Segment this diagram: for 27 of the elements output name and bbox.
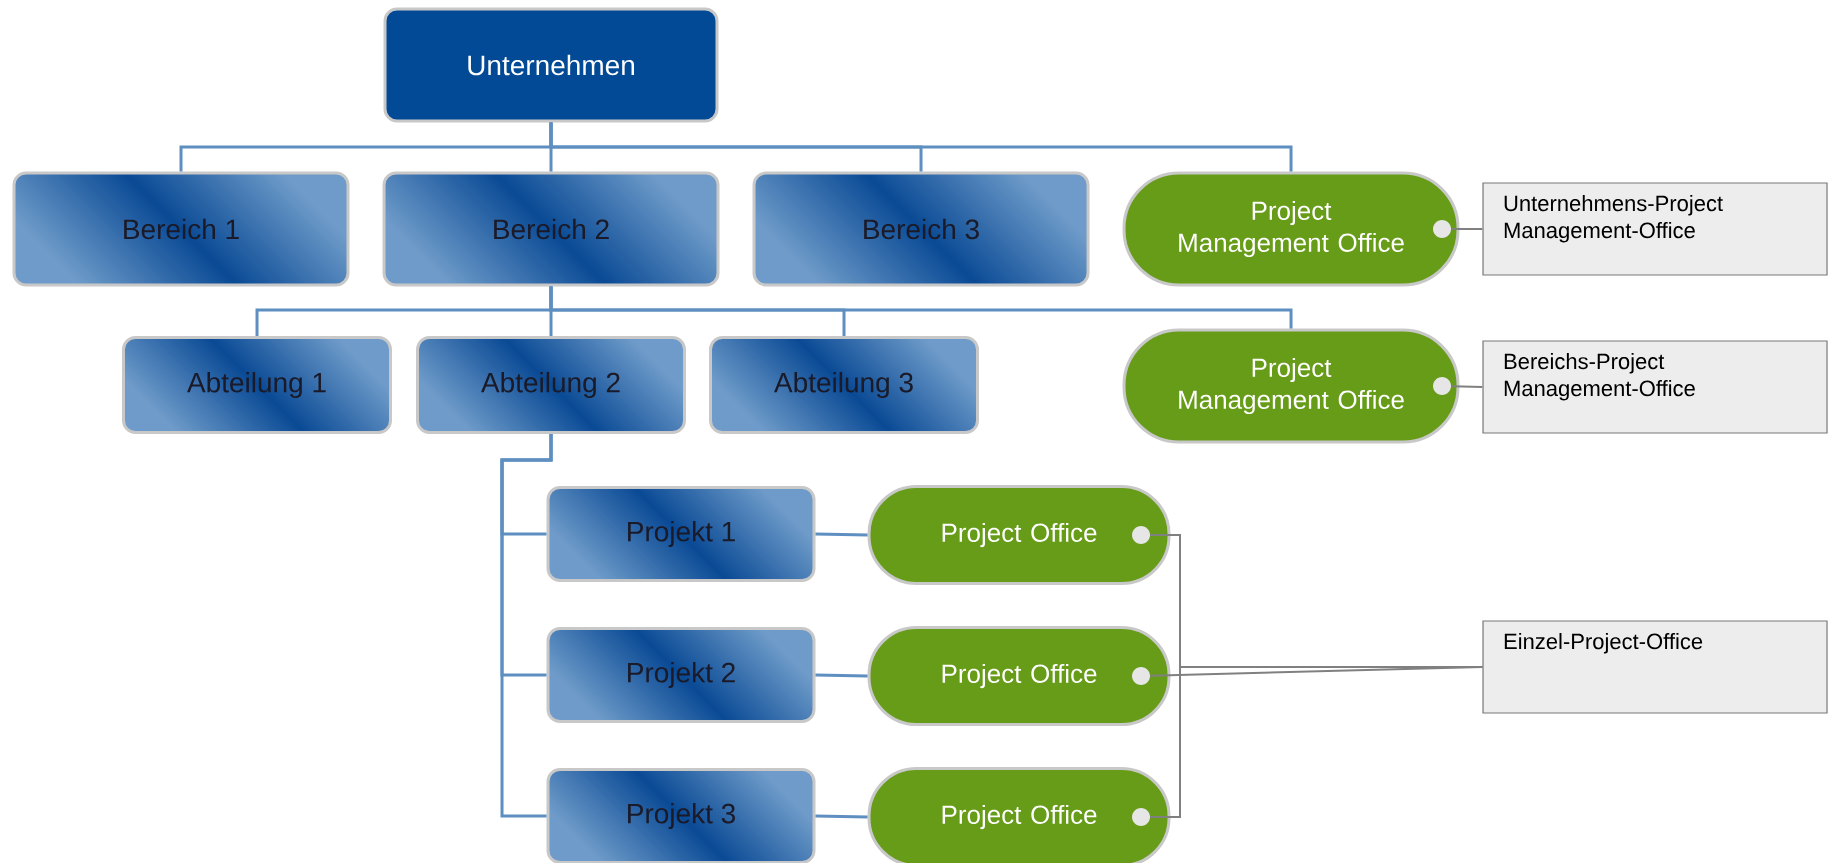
leader-line (1433, 377, 1484, 395)
org-box: Projekt 3 (546, 768, 816, 863)
office-pill: Project Office (867, 626, 1171, 726)
office-pill: Project Office (867, 485, 1171, 585)
org-box: Projekt 2 (546, 627, 816, 723)
office-pill: Project Management Office (1122, 171, 1460, 287)
leader-line (1132, 666, 1484, 826)
note-box: Einzel-Project-Office (1482, 620, 1828, 714)
connector-line (549, 122, 1293, 172)
org-box: Abteilung 2 (416, 336, 686, 434)
connector-line (815, 814, 868, 819)
office-pill: Project Office (867, 767, 1171, 863)
org-box: Bereich 3 (752, 171, 1090, 287)
org-box: Unternehmen (383, 7, 719, 123)
connector-line (815, 673, 868, 678)
org-box: Bereich 2 (382, 171, 720, 287)
note-box: Unternehmens-Project Management-Office (1482, 182, 1828, 276)
connector-line (500, 434, 553, 818)
note-box: Bereichs-Project Management-Office (1482, 340, 1828, 434)
leader-line (1433, 220, 1484, 238)
org-box: Abteilung 1 (122, 336, 392, 434)
connector-line (815, 532, 868, 537)
office-pill: Project Management Office (1122, 328, 1460, 444)
org-box: Abteilung 3 (709, 336, 979, 434)
org-box: Bereich 1 (12, 171, 350, 287)
connector-line (549, 286, 1293, 329)
org-box: Projekt 1 (546, 486, 816, 582)
